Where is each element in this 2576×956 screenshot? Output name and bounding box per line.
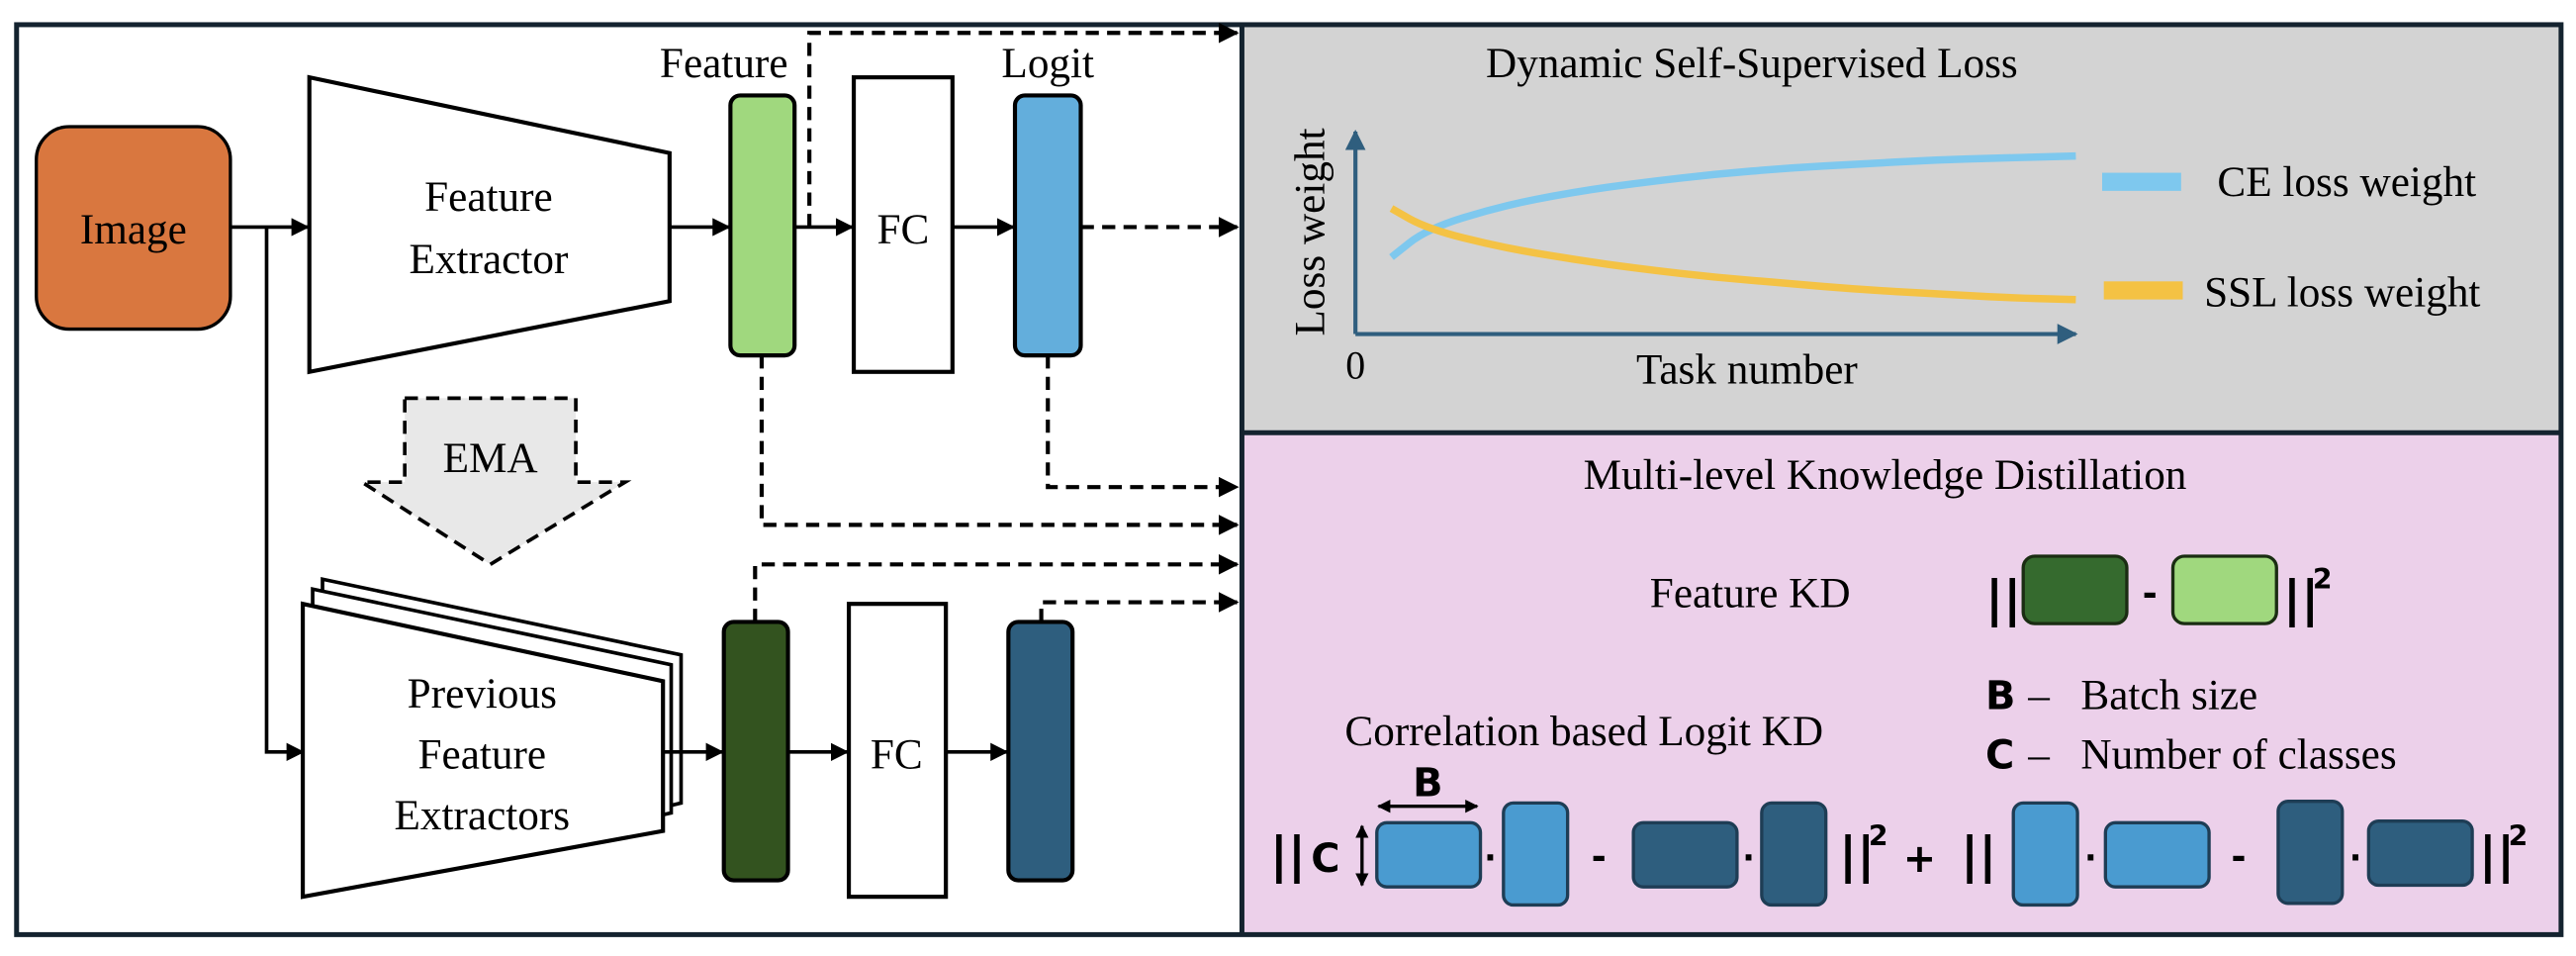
class-symbol: C [1311,836,1339,882]
previous-logit-matrix-bc [1760,801,1828,908]
legend-c-text: Number of classes [2080,730,2396,778]
norm-close-1: || [1839,826,1875,884]
previous-logit-matrix-bc-2 [2276,800,2345,906]
minus-sign-2: - [2231,835,2246,878]
dot-operator-2: · [1742,838,1755,877]
feature-extractor-label-line2: Extractor [410,236,569,283]
legend-c-symbol: C [1985,732,2014,778]
symbol-legend: B – Batch size C – Number of classes [1985,672,2397,779]
previous-extractor-label-line3: Extractors [394,792,570,839]
legend-ce-label: CE loss weight [2217,158,2476,206]
dot-operator-4: · [2349,838,2362,877]
feature-extractor-label-line1: Feature [424,173,553,221]
legend-b-symbol: B [1985,674,2015,719]
fc-layer: FC [851,75,955,374]
ssl-panel [1242,24,2561,433]
legend-b-dash: – [2027,672,2050,719]
previous-extractor-label-line2: Feature [418,730,547,778]
dashed-logit-to-kd-panel [1046,355,1240,498]
feature-extractor: Feature Extractor [307,74,672,375]
dashed-feature-to-kd-panel [759,355,1240,535]
norm-close: || [2283,570,2319,627]
ce-loss-weight-line [1389,151,2076,260]
ssl-loss-weight-line [1389,205,2076,304]
dot-operator-3: · [2084,838,2097,877]
dashed-prev-logit-to-kd-panel [1039,592,1240,622]
legend-ssl-label: SSL loss weight [2204,268,2480,316]
current-logit-bar [1012,93,1083,358]
legend-b-text: Batch size [2080,672,2257,719]
feature-kd-label: Feature KD [1650,570,1851,618]
legend-ssl-swatch [2103,281,2183,300]
image-label: Image [80,206,187,253]
previous-extractor-label-line1: Previous [408,670,557,717]
batch-symbol: B [1413,761,1442,807]
x-axis-label: Task number [1636,345,1858,393]
current-logit-matrix-cb-2 [2103,820,2211,889]
previous-logit-matrix-cb-2 [2366,819,2474,888]
norm-open-2: || [1961,826,1996,884]
ema-arrow: EMA [355,396,632,567]
legend-ce-swatch [2102,172,2181,191]
ssl-panel-title: Dynamic Self-Supervised Loss [1486,40,2018,87]
previous-feature-bar [721,620,790,883]
squared-exponent-1: 2 [1869,820,1888,853]
previous-logit-bar [1006,620,1075,883]
current-feature-block [2170,554,2278,625]
ssl-chart: Loss weight Task number 0 [1287,128,2078,393]
previous-logit-matrix-cb [1631,820,1739,889]
feature-label: Feature [660,40,788,87]
plus-sign: + [1903,836,1936,882]
norm-open-1: || [1270,826,1306,884]
current-logit-matrix-bc [1502,801,1570,908]
legend-c-dash: – [2027,730,2050,778]
arrow-image-to-previous-extractors [264,227,305,761]
fc-layer-previous: FC [846,602,949,900]
squared-exponent: 2 [2313,563,2333,596]
feature-kd-formula: || - || 2 [1985,554,2333,627]
outer-frame [14,22,2564,937]
fc-label: FC [877,206,930,253]
y-axis-label: Loss weight [1287,128,1334,335]
minus-sign: - [2143,572,2158,615]
norm-close-2: || [2479,826,2515,884]
fc-previous-label: FC [871,730,923,778]
previous-feature-extractors: Previous Feature Extractors [300,576,684,900]
image-node: Image [35,125,232,332]
dot-operator: · [1484,838,1497,877]
dashed-prev-feature-to-kd-panel [753,553,1240,622]
logit-label: Logit [1001,40,1094,87]
minus-sign-1: - [1592,835,1607,878]
ema-label: EMA [443,434,538,482]
current-feature-bar [728,93,797,358]
norm-open: || [1985,570,2021,627]
logit-kd-formula: || C B · - · || 2 + || · - · || 2 [1270,761,2529,908]
x-origin-tick-label: 0 [1345,342,1365,387]
logit-kd-label: Correlation based Logit KD [1344,708,1823,755]
ssl-legend: CE loss weight SSL loss weight [2102,158,2480,316]
dashed-feature-to-ssl-panel [807,22,1240,228]
squared-exponent-2: 2 [2509,820,2529,853]
kd-panel-title: Multi-level Knowledge Distillation [1584,451,2187,499]
current-logit-matrix-cb [1375,820,1483,889]
previous-feature-block [2021,554,2129,625]
current-logit-matrix-bc-2 [2011,801,2079,908]
